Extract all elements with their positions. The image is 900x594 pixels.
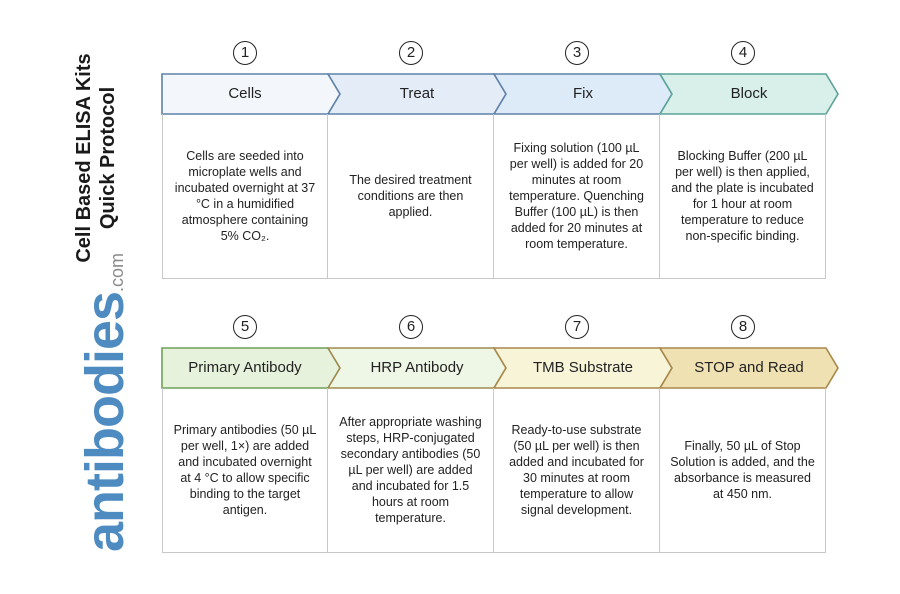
step-description: After appropriate washing steps, HRP-con… <box>328 388 494 553</box>
step-description: The desired treatment conditions are the… <box>328 114 494 279</box>
step-description: Cells are seeded into microplate wells a… <box>162 114 328 279</box>
step-number: 3 <box>565 41 589 65</box>
step-number: 7 <box>565 315 589 339</box>
step-arrow-4 <box>658 73 839 115</box>
step-label: Fix <box>573 85 593 102</box>
step-description: Finally, 50 µL of Stop Solution is added… <box>660 388 826 553</box>
step-label: Cells <box>228 85 262 102</box>
step-label: Primary Antibody <box>188 359 302 376</box>
step-description: Fixing solution (100 µL per well) is add… <box>494 114 660 279</box>
step-description: Ready-to-use substrate (50 µL per well) … <box>494 388 660 553</box>
step-label: STOP and Read <box>694 359 804 376</box>
step-arrow-8 <box>658 347 839 389</box>
step-number: 4 <box>731 41 755 65</box>
step-description: Blocking Buffer (200 µL per well) is the… <box>660 114 826 279</box>
step-number: 1 <box>233 41 257 65</box>
step-label: TMB Substrate <box>532 359 634 376</box>
step-label: Treat <box>399 85 435 102</box>
step-number: 8 <box>731 315 755 339</box>
step-description: Primary antibodies (50 µL per well, 1×) … <box>162 388 328 553</box>
step-number: 2 <box>399 41 423 65</box>
step-label: Block <box>730 85 768 102</box>
step-number: 6 <box>399 315 423 339</box>
step-number: 5 <box>233 315 257 339</box>
step-label: HRP Antibody <box>370 359 464 376</box>
